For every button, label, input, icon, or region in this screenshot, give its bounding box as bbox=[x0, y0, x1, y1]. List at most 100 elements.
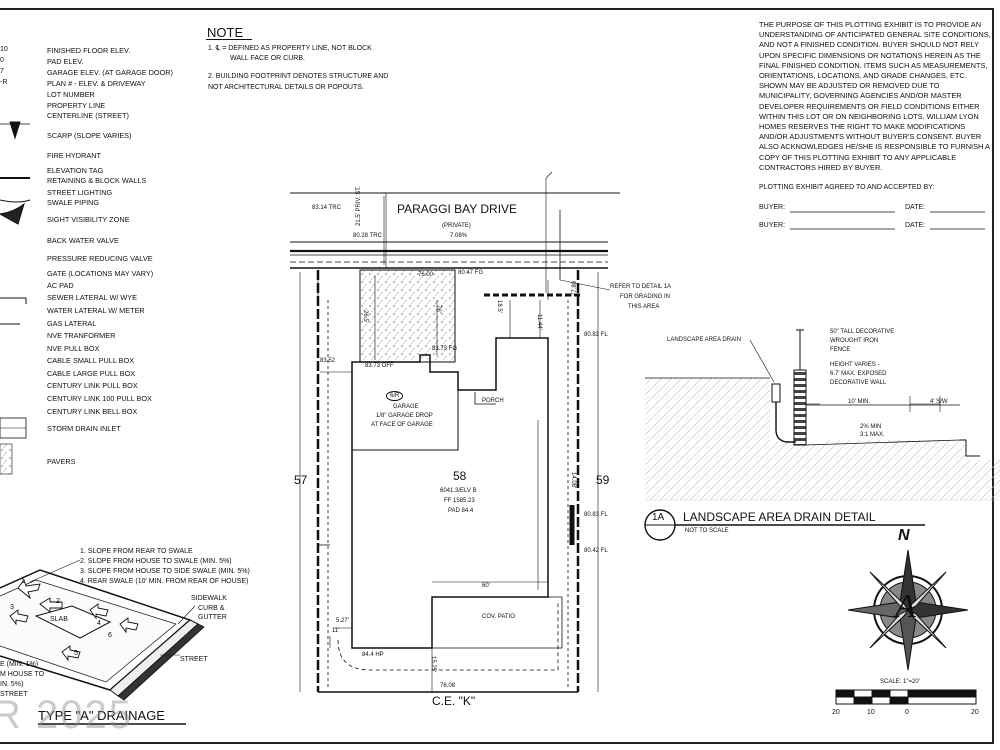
refer-note: FOR GRADING IN bbox=[620, 294, 671, 300]
legend-item: GAS LATERAL bbox=[47, 319, 97, 328]
detail-dim: 10' MIN. bbox=[848, 399, 871, 405]
legend-item: SEWER LATERAL W/ WYE bbox=[47, 293, 138, 302]
legend-item: SWALE PIPING bbox=[47, 198, 100, 207]
drainage-note: 1. SLOPE FROM REAR TO SWALE bbox=[80, 548, 193, 555]
elev-tag: 76.00 bbox=[418, 272, 434, 278]
note-title-underline bbox=[206, 39, 252, 40]
legend-item: CENTURY LINK BELL BOX bbox=[47, 407, 138, 416]
signature-lines bbox=[790, 211, 985, 230]
legend-item: NVE PULL BOX bbox=[47, 344, 100, 353]
dimension-lines bbox=[320, 171, 611, 692]
street-row: 21.5' PRIV. ST. bbox=[356, 186, 362, 226]
street-slope: 7.08% bbox=[450, 233, 468, 239]
dimension: 26.5' bbox=[362, 310, 368, 323]
lot-boundaries bbox=[299, 270, 599, 693]
legend-code: 7 bbox=[0, 68, 4, 75]
dimension: 15.25' bbox=[430, 656, 436, 673]
dimension: 18.5' bbox=[496, 300, 502, 313]
lot-ff: FF 1585.23 bbox=[444, 498, 475, 504]
detail-title: LANDSCAPE AREA DRAIN DETAIL bbox=[683, 510, 876, 524]
arrow-number: 6 bbox=[108, 632, 112, 639]
note-line: 1. ℄ = DEFINED AS PROPERTY LINE, NOT BLO… bbox=[208, 45, 372, 52]
dimension: 5.27' bbox=[336, 618, 349, 624]
scale-tick: 20 bbox=[832, 709, 840, 716]
garage-label: AT FACE OF GARAGE bbox=[371, 422, 433, 428]
elev-tag: 80.83 FL bbox=[584, 512, 608, 518]
garage-label: 1/8" GARAGE DROP bbox=[376, 413, 433, 419]
legend-item: RETAINING & BLOCK WALLS bbox=[47, 176, 147, 185]
compass-rose bbox=[847, 549, 969, 671]
elev-tag: 80.28 TRC bbox=[353, 233, 382, 239]
elev-tag: 83.73 FG bbox=[432, 346, 458, 352]
detail-wall-label: DECORATIVE WALL bbox=[830, 380, 887, 386]
legend-item: LOT NUMBER bbox=[47, 90, 95, 99]
arrow-number: 1 bbox=[21, 578, 25, 585]
legend-item: WATER LATERAL W/ METER bbox=[47, 306, 145, 315]
lot-number: 58 bbox=[453, 469, 467, 483]
detail-slope: 3:1 MAX. bbox=[860, 432, 885, 438]
arrow-number: 4 bbox=[97, 620, 101, 627]
legend-item: CENTERLINE (STREET) bbox=[47, 111, 129, 120]
lot-pad: PAD 84.4 bbox=[448, 508, 474, 514]
house-footprint bbox=[351, 337, 549, 649]
compass-north: N bbox=[898, 527, 910, 544]
lot-label-right: 59 bbox=[596, 473, 610, 487]
street-label: STREET bbox=[180, 656, 208, 663]
legend-item: CENTURY LINK 100 PULL BOX bbox=[47, 394, 152, 403]
legend-item: FIRE HYDRANT bbox=[47, 151, 101, 160]
date-label: DATE: bbox=[905, 204, 926, 211]
legend-item: STREET LIGHTING bbox=[47, 188, 113, 197]
refer-note: REFER TO DETAIL 1A bbox=[610, 284, 672, 290]
detail-dim: 4' S/W bbox=[930, 399, 948, 405]
legend-item: GATE (LOCATIONS MAY VARY) bbox=[47, 269, 154, 278]
legend-item: SIGHT VISIBILITY ZONE bbox=[47, 215, 130, 224]
sidewalk-label: SIDEWALK bbox=[191, 595, 227, 602]
scale-text: SCALE: 1"=20' bbox=[880, 679, 920, 685]
arrow-number: 2 bbox=[56, 598, 60, 605]
elev-tag: 80.83 FL bbox=[584, 332, 608, 338]
compass-letter: A bbox=[895, 588, 916, 625]
detail-fence-label: 50" TALL DECORATIVE bbox=[830, 329, 895, 335]
drainage-fragment: STREET bbox=[0, 691, 28, 698]
legend-code: -R bbox=[0, 79, 8, 86]
elev-tag: 80.47 FG bbox=[458, 270, 484, 276]
drawing-frame bbox=[0, 8, 994, 744]
legend-item: SCARP (SLOPE VARIES) bbox=[47, 131, 132, 140]
gutter-label: GUTTER bbox=[198, 614, 227, 621]
garage-outline bbox=[352, 372, 459, 451]
legend-item: FINISHED FLOOR ELEV. bbox=[47, 46, 131, 55]
arrow-number: 5 bbox=[74, 650, 78, 657]
agreement-title: PLOTTING EXHIBIT AGREED TO AND ACCEPTED … bbox=[759, 184, 935, 191]
disclaimer-text: THE PURPOSE OF THIS PLOTTING EXHIBIT IS … bbox=[759, 20, 991, 172]
watermark: R 2025 bbox=[0, 693, 133, 737]
note-title: NOTE bbox=[207, 25, 244, 40]
detail-drain-label: LANDSCAPE AREA DRAIN bbox=[667, 337, 742, 343]
swale-lines bbox=[327, 300, 569, 690]
note-line: WALL FACE OR CURB. bbox=[230, 55, 305, 62]
lot-label-left: 57 bbox=[294, 473, 308, 487]
legend-code: 0 bbox=[0, 57, 4, 64]
curb-label: CURB & bbox=[198, 605, 225, 612]
legend-item: CABLE LARGE PULL BOX bbox=[47, 369, 136, 378]
elev-tag: 83.73 OFF bbox=[365, 363, 394, 369]
buyer-label: BUYER: bbox=[759, 222, 786, 229]
detail-fence-label: FENCE bbox=[830, 347, 851, 353]
drainage-fragment: IN. 5%) bbox=[0, 681, 24, 688]
street-band bbox=[290, 192, 620, 269]
scale-bar bbox=[835, 689, 977, 705]
detail-fence-label: WROUGHT IRON bbox=[830, 338, 879, 344]
drainage-title: TYPE "A" DRAINAGE bbox=[38, 708, 165, 723]
refer-note: THIS AREA bbox=[628, 304, 660, 310]
legend-item: CABLE SMALL PULL BOX bbox=[47, 356, 135, 365]
legend-item: PRESSURE REDUCING VALVE bbox=[47, 254, 153, 263]
street-bottom: C.E. "K" bbox=[432, 694, 476, 708]
detail-wall-label: HEIGHT VARIES - bbox=[830, 362, 880, 368]
legend-item: AC PAD bbox=[47, 281, 74, 290]
legend-item: NVE TRANFORMER bbox=[47, 331, 116, 340]
garage-label: GARAGE bbox=[393, 404, 419, 410]
drainage-isometric bbox=[0, 559, 205, 701]
legend-symbols bbox=[0, 121, 31, 475]
legend-item: PROPERTY LINE bbox=[47, 101, 106, 110]
scale-tick: 0 bbox=[905, 709, 909, 716]
elev-tag: 80.42 FL bbox=[584, 548, 608, 554]
